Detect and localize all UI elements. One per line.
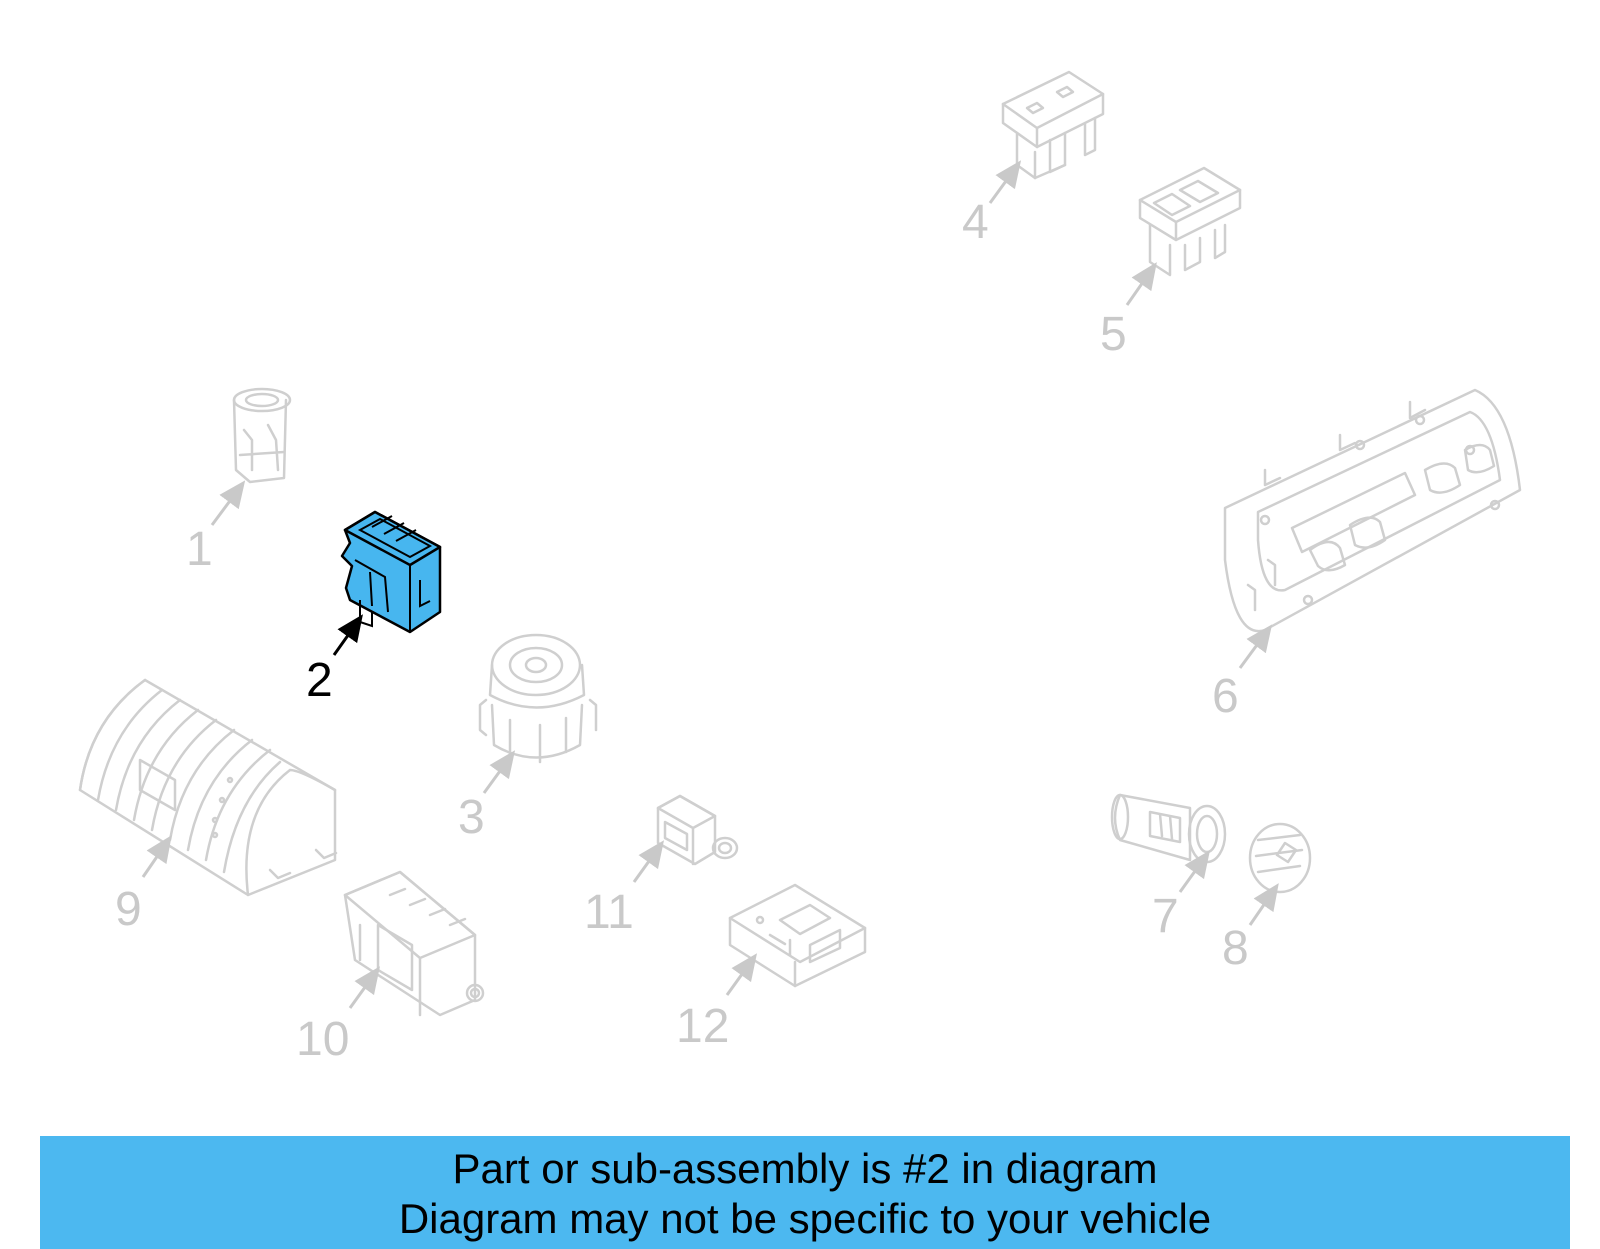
callout-10[interactable]: 10 (296, 1013, 349, 1066)
leader-line-4 (988, 160, 1022, 204)
part-1-drawing[interactable] (232, 387, 292, 484)
callout-12[interactable]: 12 (676, 1000, 729, 1053)
callout-1[interactable]: 1 (186, 523, 213, 576)
callout-5[interactable]: 5 (1100, 308, 1127, 361)
leader-line-1 (210, 480, 246, 526)
callout-4[interactable]: 4 (962, 196, 989, 249)
leader-line-11 (632, 840, 665, 883)
leader-line-10 (348, 966, 381, 1009)
callout-3[interactable]: 3 (458, 791, 485, 844)
banner-line-disclaimer: Diagram may not be specific to your vehi… (398, 1195, 1212, 1242)
part-8-drawing[interactable] (1248, 822, 1312, 894)
leader-line-2 (332, 614, 363, 656)
leader-line-8 (1248, 883, 1279, 926)
banner-line-part-number: Part or sub-assembly is #2 in diagram (452, 1145, 1158, 1192)
callout-2[interactable]: 2 (306, 654, 333, 707)
info-banner: Part or sub-assembly is #2 in diagram Di… (40, 1136, 1570, 1249)
part-3-drawing[interactable] (478, 633, 598, 764)
leader-line-9 (141, 835, 172, 878)
part-2-drawing[interactable] (340, 510, 442, 634)
leader-line-5 (1125, 262, 1157, 306)
callout-8[interactable]: 8 (1222, 922, 1249, 975)
leader-line-7 (1178, 850, 1211, 893)
part-5-drawing[interactable] (1138, 166, 1242, 277)
leader-line-3 (482, 750, 516, 794)
part-9-drawing[interactable] (78, 678, 338, 897)
part-12-drawing[interactable] (728, 883, 867, 988)
part-4-drawing[interactable] (1001, 70, 1105, 180)
part-6-drawing[interactable] (1223, 388, 1522, 633)
callout-9[interactable]: 9 (115, 883, 142, 936)
leader-line-12 (725, 953, 758, 996)
callout-6[interactable]: 6 (1212, 670, 1239, 723)
callout-11[interactable]: 11 (584, 886, 634, 939)
leader-line-6 (1238, 624, 1273, 669)
part-11-drawing[interactable] (656, 794, 739, 866)
part-7-drawing[interactable] (1110, 793, 1227, 864)
callout-7[interactable]: 7 (1152, 890, 1179, 943)
part-10-drawing[interactable] (343, 870, 485, 1017)
